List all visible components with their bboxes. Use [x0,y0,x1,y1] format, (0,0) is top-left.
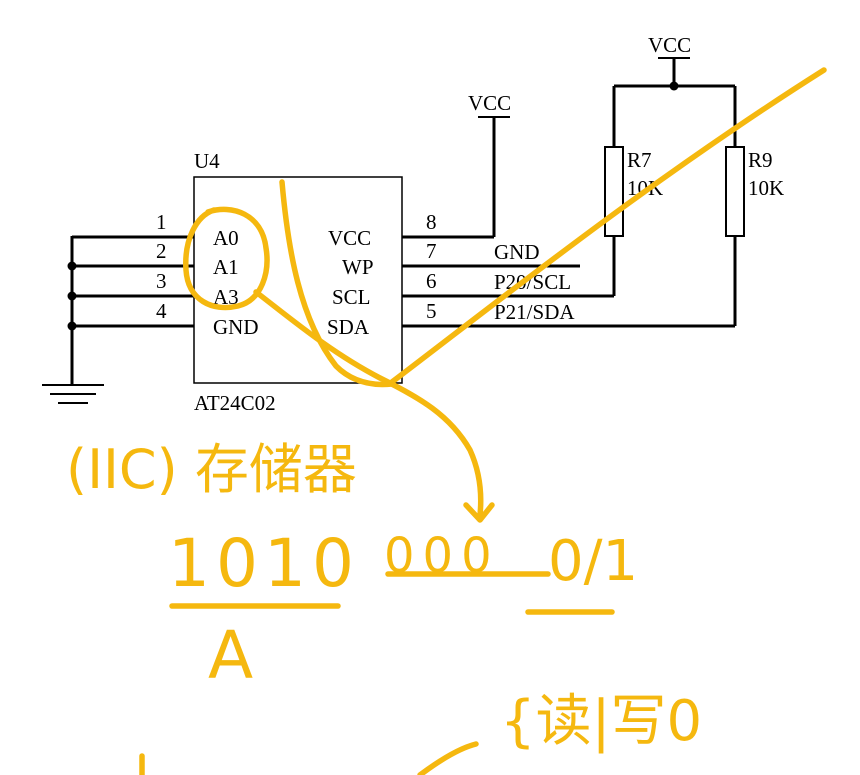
svg-text:R9: R9 [748,148,773,172]
handwritten-strokes [139,67,827,775]
svg-text:WP: WP [342,255,374,279]
svg-text:4: 4 [156,299,167,323]
ground-bus [67,236,77,384]
ground-symbol [42,384,104,404]
vcc-chip: VCC [468,91,511,237]
handwritten-bits-low: 000 [384,528,500,584]
svg-text:7: 7 [426,239,437,263]
svg-text:10K: 10K [748,176,784,200]
svg-text:2: 2 [156,239,167,263]
net-label-gnd: GND [494,240,540,264]
svg-text:SDA: SDA [327,315,370,339]
right-pin-5: 5 SDA [327,299,735,339]
svg-text:6: 6 [426,269,437,293]
handwritten-rw-note: {读|写0 [500,689,702,754]
svg-text:A0: A0 [213,226,239,250]
svg-text:5: 5 [426,299,437,323]
handwritten-rw-bit: 0/1 [548,529,638,594]
svg-text:VCC: VCC [328,226,371,250]
svg-text:R7: R7 [627,148,652,172]
svg-text:VCC: VCC [468,91,511,115]
right-pin-7: 7 WP [342,239,580,279]
right-pin-8: 8 VCC [328,210,494,250]
net-label-sda: P21/SDA [494,300,575,324]
resistor-r7: R7 10K [604,146,663,296]
handwritten-title: (IIC) 存储器 [66,438,357,501]
chip-part-label: AT24C02 [194,391,276,415]
chip-body [193,176,403,384]
svg-text:3: 3 [156,269,167,293]
vcc-pullup: VCC [612,33,737,147]
handwritten-bits-high: 1010 [168,525,360,602]
handwritten-under-high: A [208,617,253,694]
svg-text:VCC: VCC [648,33,691,57]
left-pin-2: 2 A1 [72,239,239,279]
svg-text:A1: A1 [213,255,239,279]
chip-ref-label: U4 [194,149,220,173]
left-pin-4: 4 GND [72,299,259,339]
svg-text:1: 1 [156,210,167,234]
svg-text:GND: GND [213,315,259,339]
svg-text:8: 8 [426,210,437,234]
resistor-r9: R9 10K [725,146,784,326]
left-pin-1: 1 A0 [72,210,239,250]
svg-text:SCL: SCL [332,285,371,309]
